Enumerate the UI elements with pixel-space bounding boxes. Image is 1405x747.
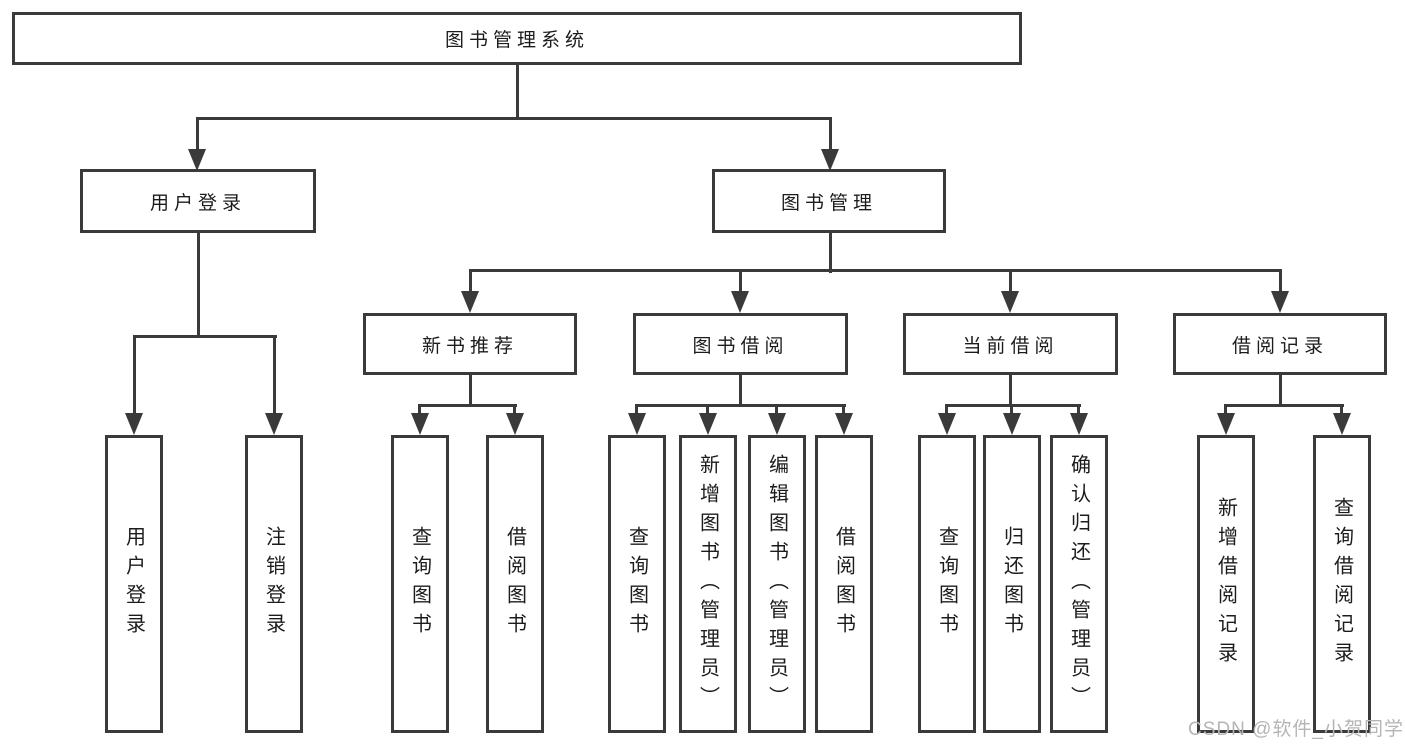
watermark: CSDN @软件_小贺同学: [1188, 719, 1404, 740]
connector-user-login-split: [133, 335, 277, 338]
connector-line: [133, 335, 136, 415]
connector-book-mgmt-split: [469, 269, 1282, 272]
node-book-management: 图书管理: [712, 169, 946, 233]
connector-root-split: [196, 117, 832, 120]
connector-user-login-stem: [197, 233, 200, 338]
leaf-logout: 注销登录: [245, 435, 303, 733]
leaf-current-return: 归还图书: [983, 435, 1041, 733]
connector-line: [1077, 404, 1080, 416]
connector-book-mgmt-stem: [829, 233, 832, 273]
connector-line: [513, 404, 516, 416]
connector-root-stem: [516, 65, 519, 120]
node-root: 图书管理系统: [12, 12, 1022, 65]
connector-line: [945, 404, 948, 416]
arrowhead-down: [411, 413, 429, 435]
connector-line: [739, 269, 742, 293]
connector-bookborrow-split: [635, 404, 846, 407]
arrowhead-down: [125, 413, 143, 435]
connector-borrowrecord-stem: [1279, 375, 1282, 407]
connector-bookborrow-stem: [739, 375, 742, 407]
node-current-borrow: 当前借阅: [903, 313, 1118, 375]
leaf-borrow-query: 查询图书: [608, 435, 666, 733]
arrowhead-down: [699, 413, 717, 435]
leaf-record-add: 新增借阅记录: [1197, 435, 1255, 733]
arrowhead-down: [461, 291, 479, 313]
connector-line: [829, 117, 832, 152]
arrowhead-down: [1001, 291, 1019, 313]
arrowhead-down: [188, 149, 206, 171]
connector-currentborrow-split: [945, 404, 1081, 407]
arrowhead-down: [506, 413, 524, 435]
arrowhead-down: [628, 413, 646, 435]
leaf-newbook-query: 查询图书: [391, 435, 449, 733]
arrowhead-down: [768, 413, 786, 435]
connector-line: [1009, 269, 1012, 293]
connector-line: [842, 404, 845, 416]
arrowhead-down: [265, 413, 283, 435]
arrowhead-down: [1333, 413, 1351, 435]
leaf-borrow-borrow: 借阅图书: [815, 435, 873, 733]
leaf-current-confirm-admin: 确认归还（管理员）: [1050, 435, 1108, 733]
node-new-book-recommend: 新书推荐: [363, 313, 577, 375]
arrowhead-down: [821, 149, 839, 171]
connector-line: [196, 117, 199, 152]
connector-currentborrow-stem: [1009, 375, 1012, 407]
connector-line: [273, 335, 276, 415]
connector-line: [706, 404, 709, 416]
leaf-borrow-edit-admin: 编辑图书（管理员）: [748, 435, 806, 733]
leaf-borrow-add-admin: 新增图书（管理员）: [679, 435, 737, 733]
connector-line: [1279, 269, 1282, 293]
node-book-borrow: 图书借阅: [633, 313, 848, 375]
node-borrow-record: 借阅记录: [1173, 313, 1387, 375]
leaf-user-login: 用户登录: [105, 435, 163, 733]
arrowhead-down: [1070, 413, 1088, 435]
connector-line: [775, 404, 778, 416]
connector-line: [1340, 404, 1343, 416]
connector-line: [418, 404, 421, 416]
arrowhead-down: [1271, 291, 1289, 313]
arrowhead-down: [1217, 413, 1235, 435]
arrowhead-down: [938, 413, 956, 435]
connector-line: [635, 404, 638, 416]
leaf-current-query: 查询图书: [918, 435, 976, 733]
connector-newbook-split: [418, 404, 517, 407]
leaf-record-query: 查询借阅记录: [1313, 435, 1371, 733]
leaf-newbook-borrow: 借阅图书: [486, 435, 544, 733]
connector-line: [1010, 404, 1013, 416]
arrowhead-down: [731, 291, 749, 313]
arrowhead-down: [1003, 413, 1021, 435]
arrowhead-down: [835, 413, 853, 435]
connector-newbook-stem: [469, 375, 472, 407]
connector-borrowrecord-split: [1224, 404, 1344, 407]
node-user-login: 用户登录: [80, 169, 316, 233]
connector-line: [1224, 404, 1227, 416]
connector-line: [469, 269, 472, 293]
